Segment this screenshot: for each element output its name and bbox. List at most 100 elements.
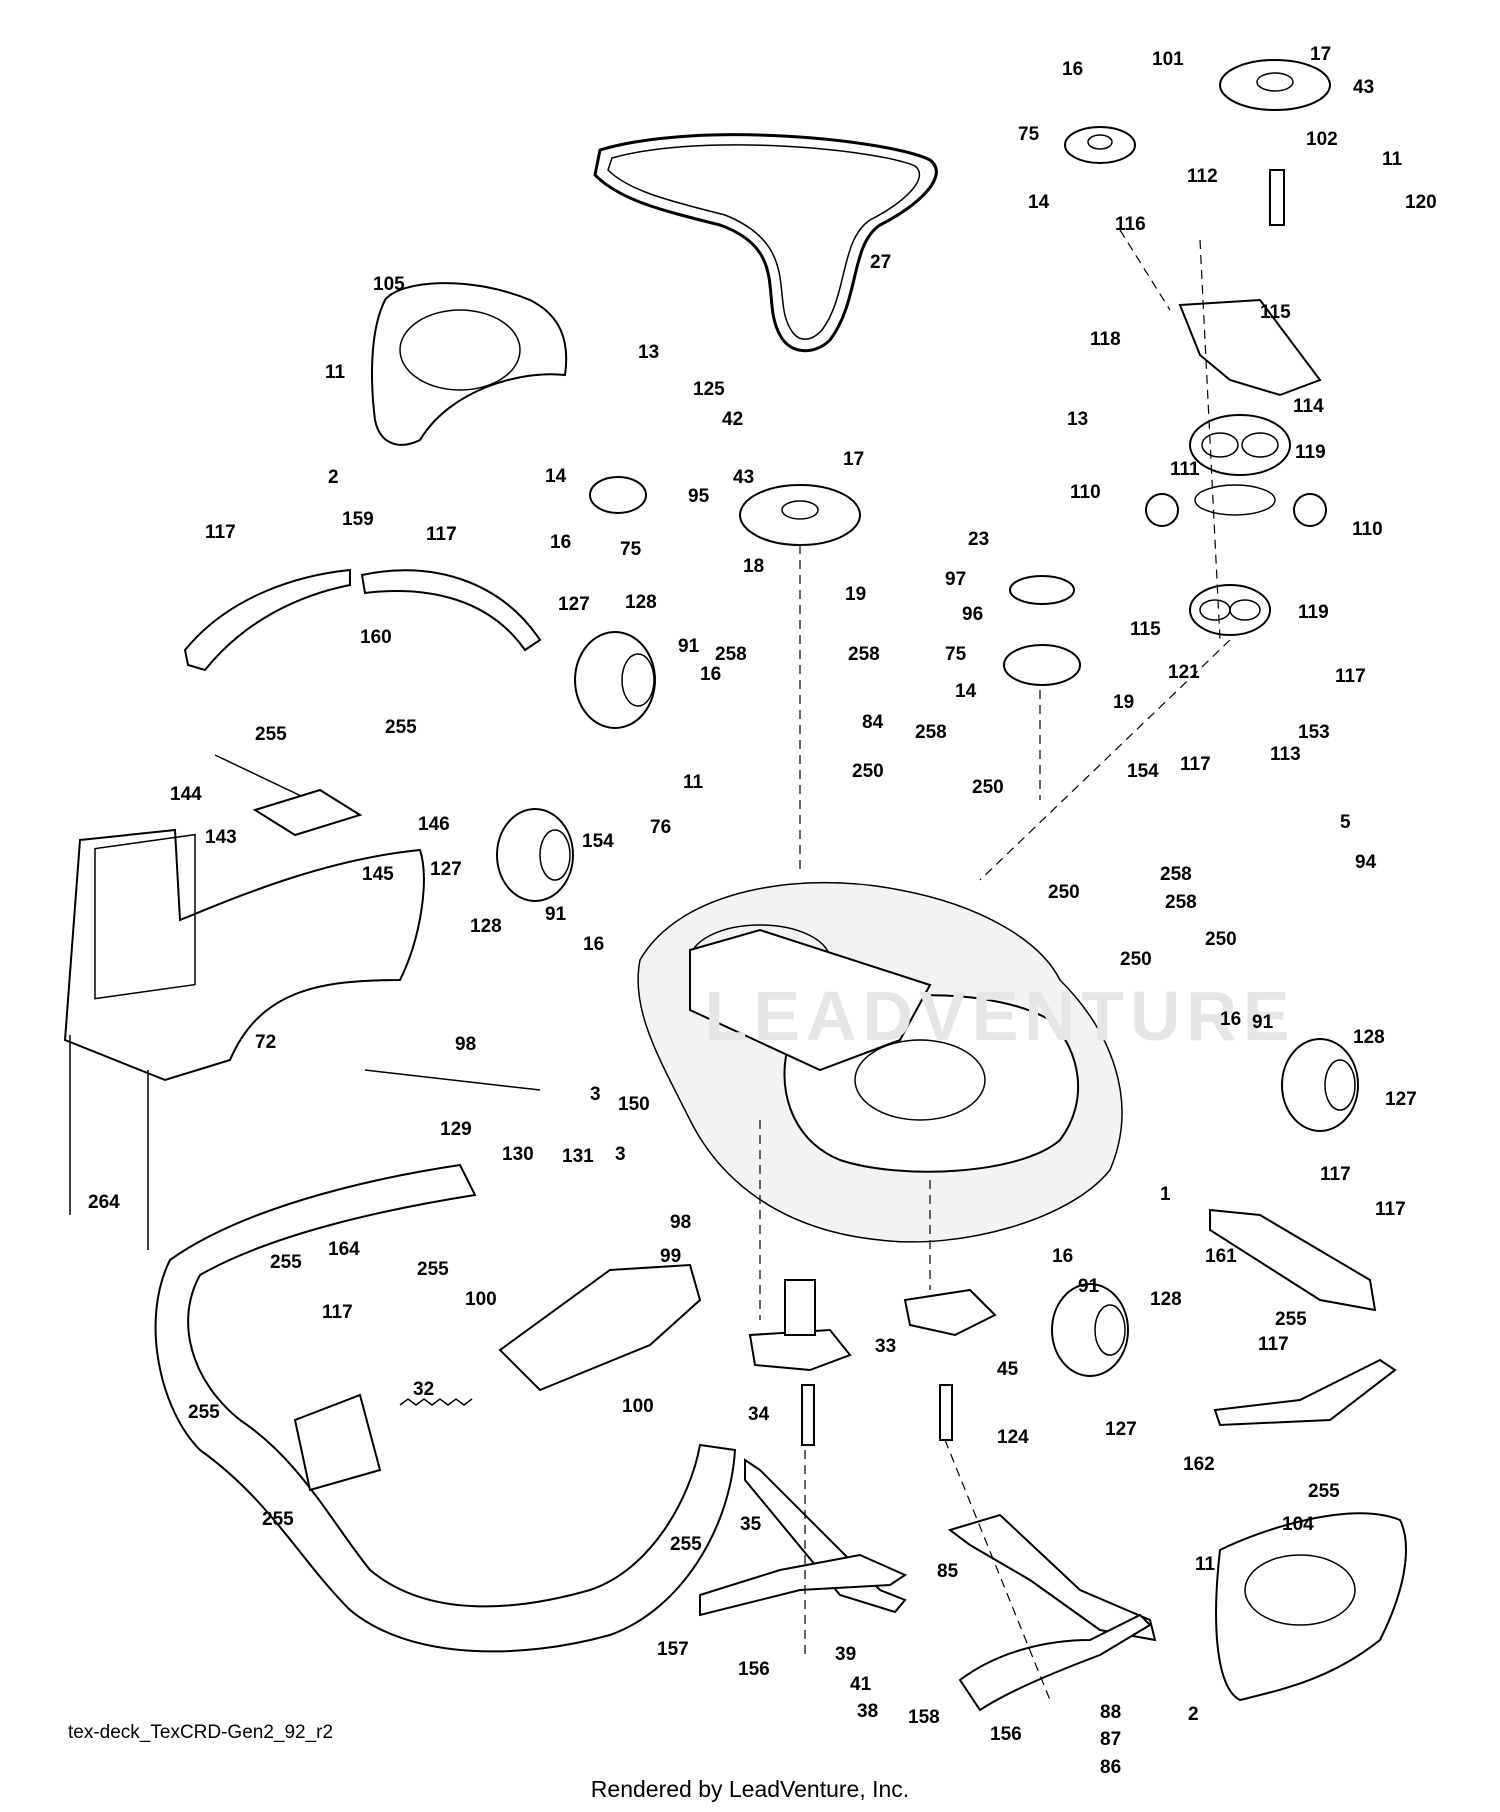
callout: 33 bbox=[875, 1336, 896, 1357]
callout: 88 bbox=[1100, 1702, 1121, 1723]
callout: 84 bbox=[862, 712, 884, 733]
shaft-124 bbox=[939, 1384, 953, 1441]
callout: 100 bbox=[622, 1396, 654, 1417]
callout: 112 bbox=[1187, 166, 1218, 187]
gear-110-left bbox=[1145, 493, 1179, 527]
pulley-43-top bbox=[1219, 59, 1331, 111]
callout: 100 bbox=[465, 1289, 497, 1310]
callout: 117 bbox=[205, 522, 236, 543]
callout: 43 bbox=[733, 467, 754, 488]
wheel-128-right bbox=[1281, 1038, 1359, 1132]
bumper-162 bbox=[1213, 1358, 1397, 1427]
callout: 258 bbox=[848, 644, 880, 665]
callout: 11 bbox=[683, 772, 704, 793]
callout: 98 bbox=[455, 1034, 476, 1055]
baffle-159 bbox=[183, 568, 351, 672]
callout-labels: 17 43 16 101 75 102 11 112 14 116 120 27… bbox=[88, 44, 1437, 1778]
callout: 255 bbox=[670, 1534, 702, 1555]
callout: 16 bbox=[583, 934, 604, 955]
wheel-128-lower bbox=[1051, 1283, 1129, 1377]
callout: 96 bbox=[962, 604, 983, 625]
blade-35 bbox=[744, 1458, 907, 1614]
callout: 127 bbox=[558, 594, 590, 615]
callout: 255 bbox=[270, 1252, 302, 1273]
callout: 102 bbox=[1306, 129, 1338, 150]
callout: 91 bbox=[1078, 1276, 1100, 1297]
callout: 76 bbox=[650, 817, 671, 838]
idler-75-right bbox=[1003, 644, 1081, 686]
callout: 110 bbox=[1070, 482, 1101, 503]
bracket-255 bbox=[293, 1393, 382, 1492]
shaft-34 bbox=[801, 1384, 815, 1446]
callout: 45 bbox=[997, 1359, 1019, 1380]
callout: 143 bbox=[205, 827, 237, 848]
callout: 16 bbox=[550, 532, 571, 553]
callout: 119 bbox=[1298, 602, 1329, 623]
callout: 39 bbox=[835, 1644, 856, 1665]
callout: 16 bbox=[700, 664, 721, 685]
callout: 128 bbox=[1150, 1289, 1182, 1310]
callout: 129 bbox=[440, 1119, 472, 1140]
pulley-97 bbox=[1009, 575, 1075, 605]
callout: 3 bbox=[590, 1084, 601, 1105]
blade-158 bbox=[958, 1613, 1152, 1712]
callout: 250 bbox=[972, 777, 1004, 798]
gear-110-right bbox=[1293, 493, 1327, 527]
callout: 264 bbox=[88, 1192, 120, 1213]
deck-chassis bbox=[689, 928, 932, 1072]
callout: 255 bbox=[385, 717, 417, 738]
callout: 258 bbox=[1160, 864, 1192, 885]
callout: 5 bbox=[1340, 812, 1351, 833]
callout: 11 bbox=[325, 362, 346, 383]
blade-85 bbox=[947, 1513, 1157, 1642]
pulley-43-center bbox=[739, 484, 861, 546]
callout: 111 bbox=[1170, 459, 1200, 480]
callout: 159 bbox=[342, 509, 374, 530]
callout: 145 bbox=[362, 864, 394, 885]
parts-layer bbox=[63, 59, 1407, 1712]
callout: 120 bbox=[1405, 192, 1437, 213]
callout: 115 bbox=[1260, 302, 1291, 323]
callout: 99 bbox=[660, 1246, 681, 1267]
wheel-128-upper bbox=[574, 631, 656, 729]
chute-72 bbox=[63, 828, 425, 1082]
rendered-by-credit: Rendered by LeadVenture, Inc. bbox=[591, 1776, 909, 1802]
callout: 94 bbox=[1355, 852, 1377, 873]
callout: 14 bbox=[1028, 192, 1050, 213]
callout: 117 bbox=[426, 524, 457, 545]
callout: 164 bbox=[328, 1239, 360, 1260]
callout: 101 bbox=[1152, 49, 1184, 70]
callout: 3 bbox=[615, 1144, 626, 1165]
blade-157 bbox=[699, 1553, 908, 1617]
callout: 43 bbox=[1353, 77, 1374, 98]
callout: 116 bbox=[1115, 214, 1146, 235]
callout: 255 bbox=[262, 1509, 294, 1530]
belt-27 bbox=[593, 133, 938, 353]
callout: 91 bbox=[678, 636, 700, 657]
callout: 75 bbox=[1018, 124, 1040, 145]
callout: 17 bbox=[843, 449, 864, 470]
callout: 91 bbox=[1252, 1012, 1274, 1033]
spindle-33 bbox=[748, 1328, 852, 1372]
callout: 250 bbox=[1205, 929, 1237, 950]
callout: 72 bbox=[255, 1032, 276, 1053]
callout: 98 bbox=[670, 1212, 691, 1233]
callout: 19 bbox=[1113, 692, 1134, 713]
callout: 160 bbox=[360, 627, 392, 648]
callout: 113 bbox=[1270, 744, 1301, 765]
callout: 258 bbox=[715, 644, 747, 665]
callout: 128 bbox=[470, 916, 502, 937]
callout: 13 bbox=[1067, 409, 1088, 430]
callout: 11 bbox=[1195, 1554, 1216, 1575]
callout: 75 bbox=[620, 539, 642, 560]
callout: 258 bbox=[1165, 892, 1197, 913]
callout: 258 bbox=[915, 722, 947, 743]
bumper-164-165 bbox=[154, 1163, 737, 1653]
callout: 35 bbox=[740, 1514, 762, 1535]
callout: 117 bbox=[1335, 666, 1366, 687]
callout: 105 bbox=[373, 274, 405, 295]
callout: 117 bbox=[322, 1302, 353, 1323]
callout: 124 bbox=[997, 1427, 1029, 1448]
callout: 87 bbox=[1100, 1729, 1121, 1750]
